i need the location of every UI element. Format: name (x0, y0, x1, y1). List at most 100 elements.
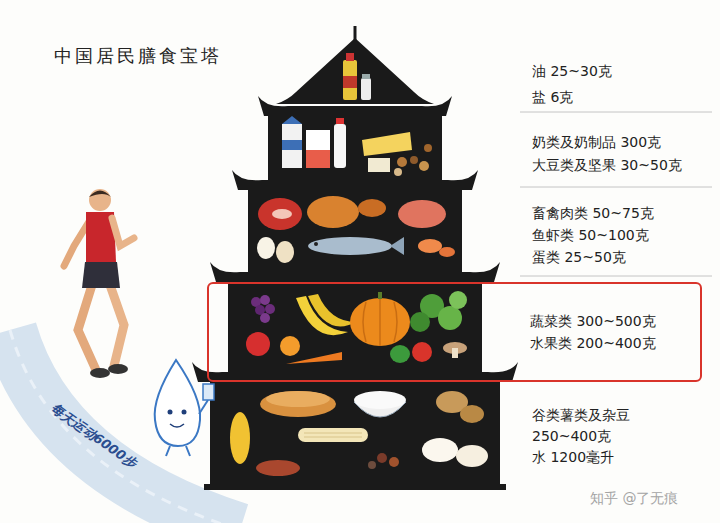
serving-amount: 250~400克 (532, 426, 712, 446)
running-track (10, 330, 240, 523)
text-column: 谷类薯类及杂豆250~400克水 1200毫升 (532, 392, 712, 480)
pumpkin (350, 298, 410, 346)
runner-leg (110, 285, 124, 366)
potato (460, 405, 484, 423)
grape (260, 295, 270, 305)
drop-arm (199, 400, 208, 414)
lettuce (438, 306, 462, 330)
track-line (10, 330, 240, 523)
water-drop-mascot (155, 360, 214, 456)
nut (419, 161, 429, 171)
serving-amount: 大豆类及坚果 30~50克 (532, 155, 712, 175)
serving-amount: 畜禽肉类 50~75克 (532, 203, 712, 223)
grain-food (230, 391, 488, 476)
nut (424, 144, 432, 152)
serving-amount: 鱼虾类 50~100克 (532, 225, 712, 245)
water-drop (155, 360, 200, 446)
text-column: 奶类及奶制品 300克大豆类及坚果 30~50克 (532, 116, 712, 190)
corn (230, 412, 250, 464)
fish-eye (314, 242, 318, 246)
orange (280, 336, 300, 356)
runner-hair (89, 191, 111, 198)
carton-stripe (282, 140, 302, 150)
pagoda-eave (192, 362, 518, 382)
serving-band: 谷类薯类及杂豆250~400克水 1200毫升 (520, 392, 715, 480)
grape (265, 304, 275, 314)
rice (354, 391, 406, 409)
separator-line (520, 276, 712, 277)
highlight-box: 蔬菜类 300~500克水果类 200~400克 (207, 282, 702, 382)
mushroom-stem (452, 348, 458, 358)
serving-amount: 油 25~30克 (532, 61, 712, 81)
noodle-line (304, 433, 362, 437)
carton-top (282, 116, 302, 124)
carrot (286, 352, 342, 364)
serving-band: 奶类及奶制品 300克大豆类及坚果 30~50克 (520, 116, 715, 190)
oil-bottle (343, 60, 357, 100)
yogurt-box (306, 130, 330, 168)
runner-shorts (82, 262, 120, 288)
runner-head (89, 189, 111, 211)
drop-eye (168, 410, 173, 415)
egg (257, 237, 275, 259)
milk-carton (282, 124, 302, 168)
nut (397, 157, 407, 167)
bottle-cap (346, 53, 354, 61)
tomato (412, 342, 432, 362)
pumpkin-rib (363, 298, 397, 346)
text-column: 蔬菜类 300~500克水果类 200~400克 (530, 284, 697, 380)
runner-figure (64, 189, 134, 378)
shrimp (418, 239, 442, 253)
banana (308, 294, 356, 326)
cheese (362, 132, 412, 156)
nut (394, 168, 402, 176)
dairy-nut-food (282, 116, 432, 176)
serving-amount: 水果类 200~400克 (530, 333, 697, 353)
bean (368, 461, 376, 469)
pagoda-tier (228, 282, 482, 372)
bean (389, 457, 399, 467)
meat-fish-egg-food (257, 196, 455, 263)
vegetable-fruit-food (246, 291, 467, 364)
runner-shoe (108, 364, 128, 374)
text-column: 畜禽肉类 50~75克鱼虾类 50~100克蛋类 25~50克 (532, 192, 712, 278)
egg (276, 241, 294, 263)
pagoda-eave (210, 262, 500, 282)
serving-amount: 蔬菜类 300~500克 (530, 311, 697, 331)
band-separators (520, 112, 712, 276)
steamed-bun (456, 445, 488, 467)
drop-smile (170, 424, 184, 427)
pagoda-roof (276, 38, 434, 104)
bean (377, 453, 387, 463)
meat-fat (272, 209, 292, 219)
grape (260, 313, 270, 323)
drop-leg (166, 446, 190, 456)
watermark: 知乎 @了无痕 (590, 490, 678, 508)
text-column: 油 25~30克盐 6克 (532, 50, 712, 118)
oil-salt-food (343, 53, 371, 100)
bread-top (266, 391, 330, 407)
shrimp (439, 247, 455, 257)
roast-chicken (307, 196, 359, 228)
runner-arm (112, 218, 134, 246)
ham (398, 200, 446, 228)
drumstick (358, 199, 386, 217)
pumpkin-stem (378, 292, 382, 299)
apple (246, 332, 270, 356)
pagoda-tier (210, 380, 500, 486)
separator-line (520, 187, 712, 188)
box-label (306, 150, 330, 168)
fish-tail (390, 237, 404, 255)
red-meat (258, 198, 302, 230)
steamed-bun (422, 438, 458, 462)
serving-amount: 水 1200毫升 (532, 447, 712, 467)
fish (308, 237, 392, 255)
serving-amount: 谷类薯类及杂豆 (532, 405, 712, 425)
serving-band: 油 25~30克盐 6克 (520, 50, 715, 118)
bottle-label (343, 76, 357, 88)
pagoda-tier (248, 188, 462, 274)
pagoda-base (204, 484, 506, 490)
serving-amount: 盐 6克 (532, 87, 712, 107)
